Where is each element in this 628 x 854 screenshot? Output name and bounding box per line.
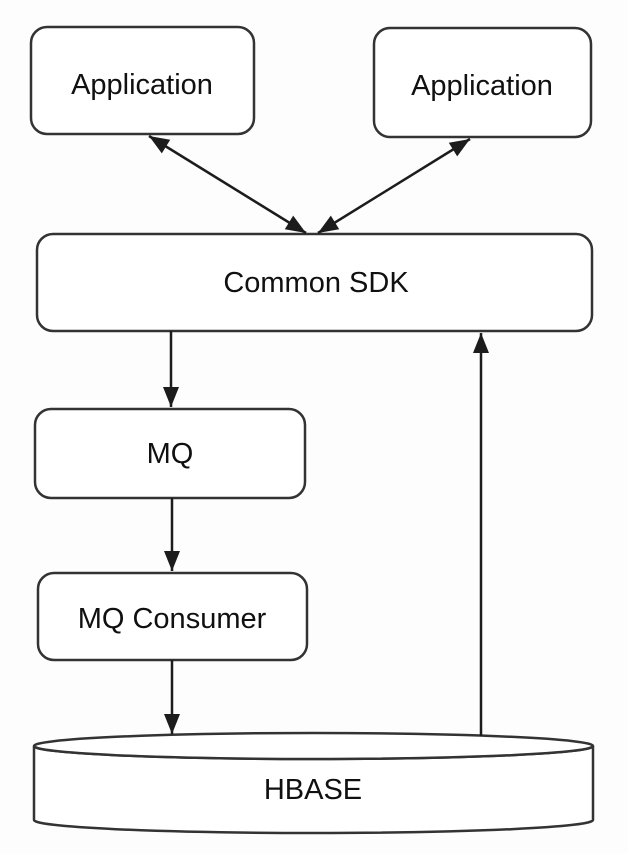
node-mq-consumer-label: MQ Consumer [78, 603, 267, 635]
node-application-left-label: Application [71, 69, 213, 101]
edge-application-left-common-sdk [148, 134, 307, 235]
node-application-right-box [372, 26, 593, 139]
node-hbase-label: HBASE [264, 774, 362, 806]
node-application-right-label: Application [411, 70, 553, 102]
node-mq-label: MQ [147, 438, 194, 470]
node-hbase-cylinder-lid [32, 731, 595, 761]
node-common-sdk-box [35, 232, 594, 333]
node-application-left-box [29, 25, 256, 136]
edge-application-right-common-sdk [317, 137, 471, 235]
node-common-sdk-label: Common SDK [223, 267, 409, 299]
node-mq-box [33, 407, 307, 500]
